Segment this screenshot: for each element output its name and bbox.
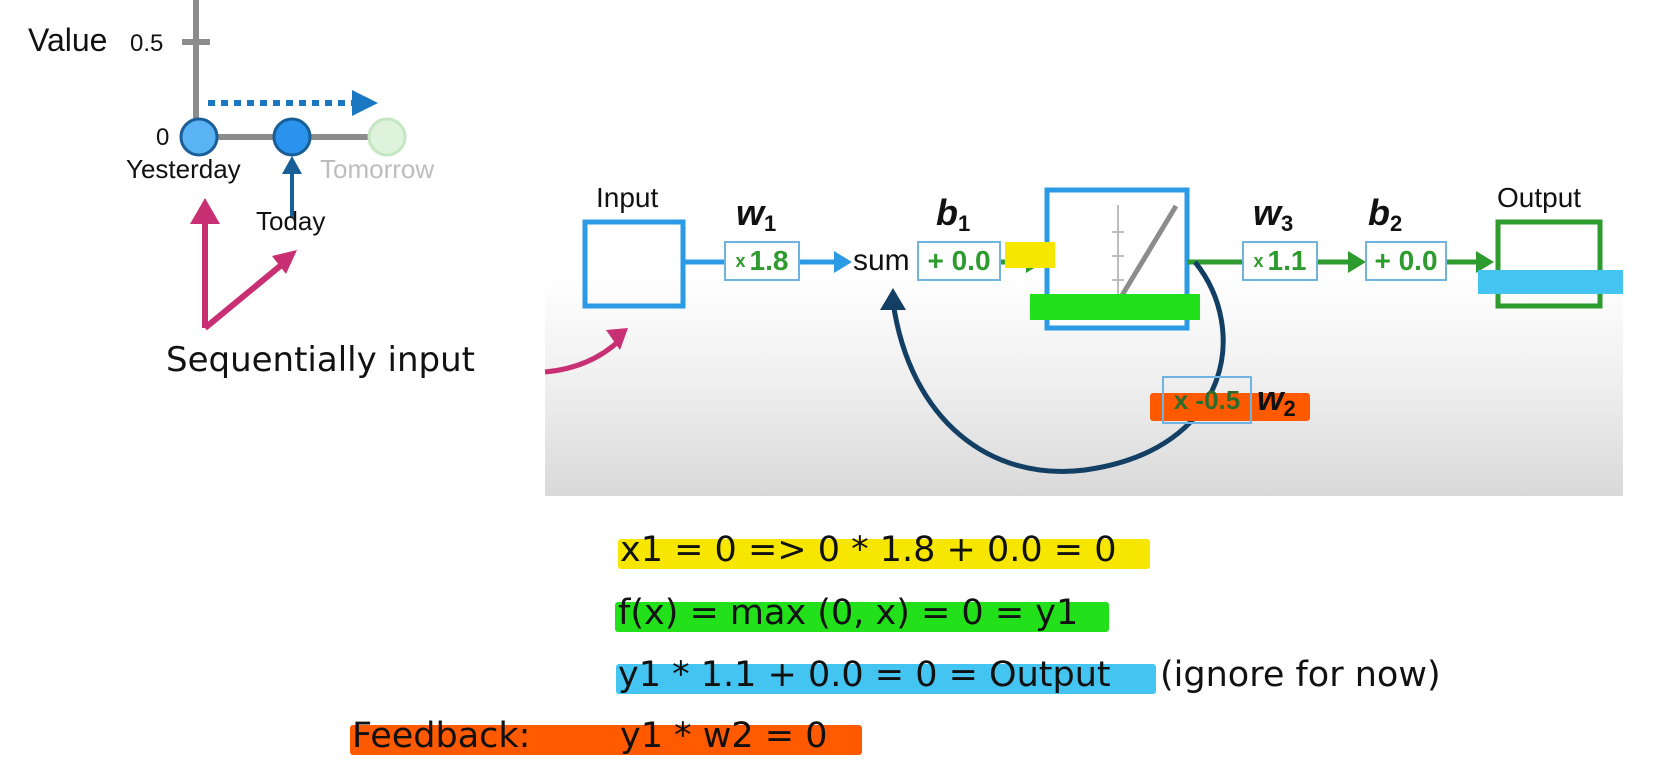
label-today: Today	[256, 206, 326, 236]
green-highlight-relu	[1030, 294, 1200, 320]
label-yesterday: Yesterday	[126, 154, 241, 184]
magenta-arrow-up-head	[190, 198, 220, 224]
yellow-highlight-act-input	[1005, 242, 1055, 268]
value-axis-label: Value	[28, 22, 108, 58]
edge-b2-output-head	[1476, 251, 1494, 273]
input-node-label: Input	[596, 182, 659, 213]
sum-label: sum	[853, 244, 910, 277]
b1-value-chip: + 0.0	[917, 241, 1001, 281]
magenta-arrow-diag-head	[272, 250, 297, 274]
w2-value-chip: x -0.5	[1162, 376, 1252, 424]
feedback-loop	[890, 260, 1226, 474]
orange-highlight-w2	[1150, 393, 1310, 421]
point-today	[272, 117, 312, 157]
equation-1: x1 = 0 => 0 * 1.8 + 0.0 = 0	[620, 530, 1117, 570]
w3-label: w3	[1253, 192, 1294, 236]
time-arrow-head	[352, 90, 378, 116]
feedback-label: Feedback:	[352, 716, 531, 756]
equation-2: f(x) = max (0, x) = 0 = y1	[618, 593, 1079, 633]
blue-highlight-output	[1478, 270, 1623, 294]
timeline-axes	[179, 0, 407, 331]
equation-3-note: (ignore for now)	[1160, 655, 1441, 695]
tick-label-0: 0	[156, 124, 170, 151]
w1-label: w1	[736, 192, 777, 236]
orange-highlight-feedback	[350, 725, 862, 755]
equation-3: y1 * 1.1 + 0.0 = 0 = Output	[618, 655, 1111, 695]
yellow-highlight-eq1	[618, 539, 1150, 569]
b2-value-chip: + 0.0	[1365, 241, 1447, 281]
magenta-input-head	[606, 328, 628, 350]
sequentially-input-label: Sequentially input	[166, 340, 475, 380]
edge-w1-sum-head	[834, 251, 852, 273]
timeline-chart: Value 0.5 0 Yesterday Today Tomorrow	[0, 0, 470, 340]
feedback-loop-head	[880, 288, 906, 310]
input-node-box	[582, 219, 686, 309]
output-node-label: Output	[1497, 182, 1582, 213]
edge-w3-b2-head	[1348, 251, 1366, 273]
b1-label: b1	[936, 192, 971, 236]
magenta-input-curve	[544, 338, 622, 375]
green-highlight-eq2	[615, 602, 1109, 632]
point-tomorrow	[367, 117, 407, 157]
output-node-box	[1495, 219, 1603, 309]
today-pointer-head	[282, 156, 302, 174]
b2-label: b2	[1368, 192, 1403, 236]
tick-label-05: 0.5	[130, 30, 164, 57]
magenta-arrow-diag	[203, 259, 287, 331]
point-yesterday	[179, 117, 219, 157]
w2-label: w2	[1257, 380, 1296, 421]
equation-4: y1 * w2 = 0	[620, 716, 828, 756]
blue-highlight-eq3	[616, 664, 1156, 694]
label-tomorrow: Tomorrow	[320, 154, 435, 184]
